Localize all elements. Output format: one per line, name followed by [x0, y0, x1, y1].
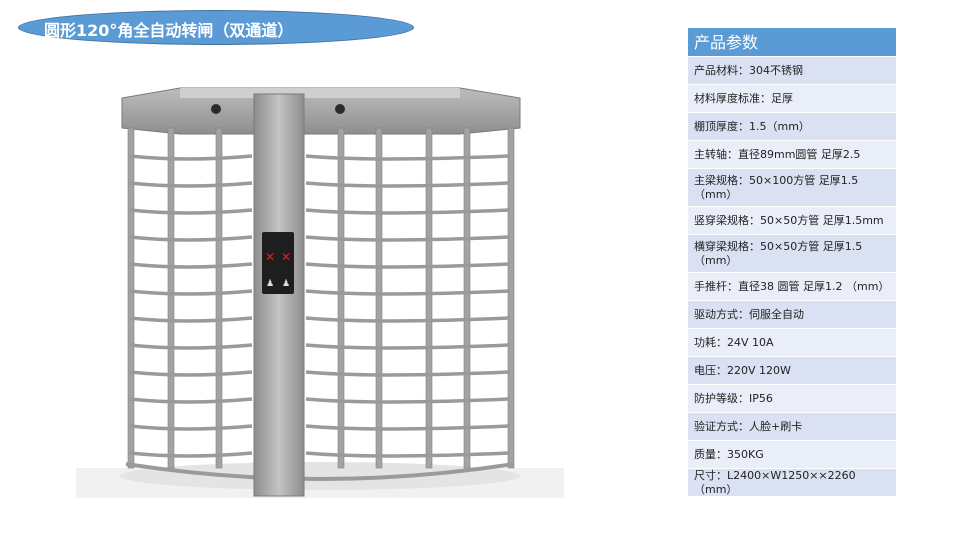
- spec-row: 防护等级：IP56: [688, 385, 896, 413]
- spec-row-text: 主转轴：直径89mm圆管 足厚2.5: [694, 147, 861, 161]
- rotor-arm-left: [129, 370, 253, 377]
- spec-row-text: 产品材料：304不锈钢: [694, 63, 803, 77]
- frame-post: [375, 127, 383, 469]
- rotor-arm-left: [129, 235, 253, 242]
- rotor-arm-left: [129, 262, 253, 269]
- frame-post: [507, 127, 515, 469]
- rotor-arm-left: [129, 343, 253, 350]
- spec-row-text: 功耗：24V 10A: [694, 335, 774, 349]
- rotor-arm-right: [305, 424, 511, 431]
- rotor-arm-left: [129, 316, 253, 323]
- spec-row: 手推杆：直径38 圆管 足厚1.2 （mm）: [688, 273, 896, 301]
- rotor-arm-right: [305, 208, 511, 215]
- central-column: [253, 93, 305, 497]
- frame-post: [167, 127, 175, 469]
- rotor-arm-right: [305, 262, 511, 269]
- rotor-arm-left: [129, 154, 253, 161]
- rotor-arm-right: [305, 343, 511, 350]
- spec-row: 竖穿梁规格：50×50方管 足厚1.5mm: [688, 207, 896, 235]
- spec-row-text: 驱动方式：伺服全自动: [694, 307, 804, 321]
- figure-right-icon: ♟: [282, 279, 290, 289]
- spec-row: 质量：350KG: [688, 441, 896, 469]
- frame-post: [215, 127, 223, 469]
- indicator-panel: [262, 232, 294, 294]
- spec-row: 功耗：24V 10A: [688, 329, 896, 357]
- frame-post: [337, 127, 345, 469]
- spec-row-text: 棚顶厚度：1.5（mm）: [694, 119, 810, 133]
- spec-row-text: 竖穿梁规格：50×50方管 足厚1.5mm: [694, 213, 884, 227]
- spec-row: 验证方式：人脸+刷卡: [688, 413, 896, 441]
- cross-right-icon: ✕: [281, 250, 291, 264]
- spec-row: 尺寸：L2400×W1250××2260（mm）: [688, 469, 896, 497]
- slide-title: 圆形120°角全自动转闸（双通道）: [44, 21, 294, 40]
- spec-row-text: 验证方式：人脸+刷卡: [694, 419, 803, 433]
- spec-row: 主梁规格：50×100方管 足厚1.5（mm）: [688, 169, 896, 207]
- floor-shadow: [120, 462, 520, 490]
- rotor-arm-left: [129, 181, 253, 188]
- rotor-arm-right: [305, 451, 511, 458]
- spec-row-text: 电压：220V 120W: [694, 363, 791, 377]
- frame-post: [463, 127, 471, 469]
- spec-table: 产品参数 产品材料：304不锈钢材料厚度标准：足厚棚顶厚度：1.5（mm） 主转轴…: [688, 28, 896, 497]
- rotor-arm-right: [305, 289, 511, 296]
- spec-row: 棚顶厚度：1.5（mm）: [688, 113, 896, 141]
- rotor-arm-left: [129, 289, 253, 296]
- frame-post: [127, 127, 135, 469]
- canopy-top-edge: [180, 88, 460, 98]
- spec-row-text: 防护等级：IP56: [694, 391, 773, 405]
- spec-row: 驱动方式：伺服全自动: [688, 301, 896, 329]
- rotor-arm-right: [305, 181, 511, 188]
- spec-row: 产品材料：304不锈钢: [688, 57, 896, 85]
- spec-row-text: 手推杆：直径38 圆管 足厚1.2 （mm）: [694, 279, 890, 293]
- figure-left-icon: ♟: [266, 279, 274, 289]
- rotor-arm-right: [305, 370, 511, 377]
- bottom-ring: [125, 462, 515, 481]
- spec-row: 材料厚度标准：足厚: [688, 85, 896, 113]
- spec-table-header: 产品参数: [688, 28, 896, 57]
- rotor-arm-right: [305, 235, 511, 242]
- spec-row-text: 材料厚度标准：足厚: [694, 91, 793, 105]
- cross-left-icon: ✕: [265, 250, 275, 264]
- spec-row: 电压：220V 120W: [688, 357, 896, 385]
- rotor-arm-left: [129, 208, 253, 215]
- rotor-arm-right: [305, 316, 511, 323]
- spec-row-text: 横穿梁规格：50×50方管 足厚1.5（mm）: [694, 239, 863, 267]
- camera-left-icon: [211, 104, 221, 114]
- rotor-bars: [125, 127, 515, 481]
- rotor-arm-right: [305, 397, 511, 404]
- turnstile-illustration: ✕ ✕ ♟ ♟: [76, 64, 564, 498]
- camera-right-icon: [335, 104, 345, 114]
- spec-row-text: 质量：350KG: [694, 447, 764, 461]
- frame-post: [425, 127, 433, 469]
- rotor-arm-right: [305, 154, 511, 161]
- spec-row: 主转轴：直径89mm圆管 足厚2.5: [688, 141, 896, 169]
- spec-row-text: 主梁规格：50×100方管 足厚1.5（mm）: [694, 173, 859, 201]
- rotor-arm-left: [129, 397, 253, 404]
- rotor-arm-left: [129, 424, 253, 431]
- spec-row-text: 尺寸：L2400×W1250××2260（mm）: [694, 468, 856, 496]
- rotor-arm-left: [129, 451, 253, 458]
- title-banner: [18, 10, 414, 45]
- spec-row: 横穿梁规格：50×50方管 足厚1.5（mm）: [688, 235, 896, 273]
